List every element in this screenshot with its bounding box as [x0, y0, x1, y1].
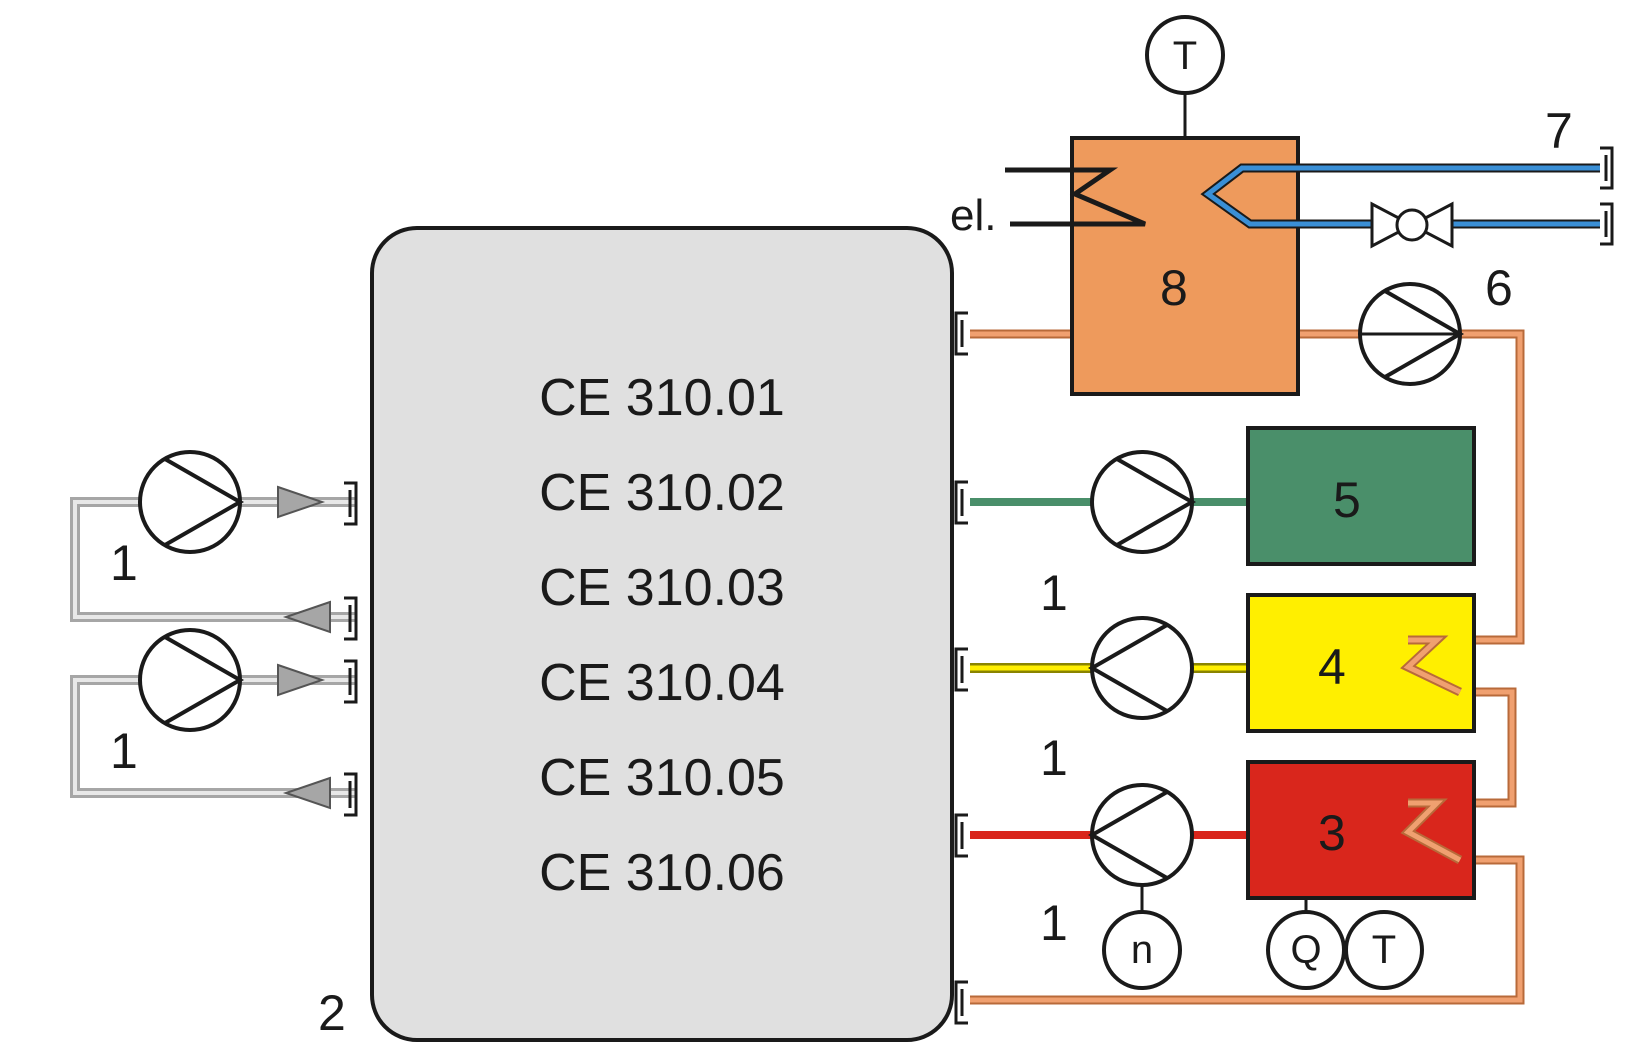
flow-sensor: Q	[1266, 910, 1346, 990]
flow-symbol: Q	[1290, 928, 1321, 972]
tank-red-number: 3	[1318, 805, 1346, 861]
tank-green-number: 5	[1333, 472, 1361, 528]
model-label-4: CE 310.04	[539, 654, 785, 712]
main-unit-number: 2	[318, 985, 346, 1041]
pump-right-a-label: 1	[1040, 565, 1068, 621]
left-connectors	[344, 481, 358, 817]
right-connectors	[954, 311, 968, 1025]
pump-left-upper	[138, 450, 245, 554]
water-line-number: 7	[1545, 103, 1573, 159]
heater-tank	[1070, 136, 1300, 396]
pump-right-b	[1087, 616, 1194, 720]
tank-yellow	[1246, 593, 1476, 733]
tank-yellow-number: 4	[1318, 639, 1346, 695]
circulation-pump	[1358, 282, 1465, 386]
flow-arrow-left-icon	[282, 600, 331, 634]
pump-right-c	[1087, 783, 1194, 887]
left-loop-upper	[70, 485, 355, 634]
circulation-pump-number: 6	[1485, 260, 1513, 316]
speed-sensor: n	[1102, 910, 1182, 990]
flow-arrow-right-icon	[277, 663, 326, 697]
heater-temperature-sensor: T	[1145, 15, 1225, 95]
speed-symbol: n	[1131, 928, 1153, 972]
valve-icon	[1370, 201, 1454, 249]
tank-green	[1246, 426, 1476, 566]
electric-label: el.	[950, 191, 996, 240]
pump-left-lower	[138, 628, 245, 732]
flow-arrow-left-icon	[282, 776, 331, 810]
model-label-6: CE 310.06	[539, 844, 785, 902]
main-unit-box	[370, 226, 954, 1042]
heater-temperature-symbol: T	[1173, 34, 1197, 78]
electric-heater-coil	[1005, 167, 1146, 227]
temperature-symbol: T	[1372, 928, 1396, 972]
model-label-3: CE 310.03	[539, 559, 785, 617]
pump-left-upper-label: 1	[110, 535, 138, 591]
model-label-5: CE 310.05	[539, 749, 785, 807]
pump-right-c-label: 1	[1040, 895, 1068, 951]
model-label-2: CE 310.02	[539, 464, 785, 522]
pump-right-a	[1090, 450, 1197, 554]
pump-left-lower-label: 1	[110, 723, 138, 779]
water-line-connectors	[1600, 146, 1614, 246]
left-loop-lower	[70, 663, 355, 810]
model-label-1: CE 310.01	[539, 369, 785, 427]
pump-right-b-label: 1	[1040, 730, 1068, 786]
tank-red	[1246, 760, 1476, 900]
flow-arrow-right-icon	[277, 485, 326, 519]
temperature-sensor: T	[1344, 910, 1424, 990]
heater-tank-number: 8	[1160, 260, 1188, 316]
